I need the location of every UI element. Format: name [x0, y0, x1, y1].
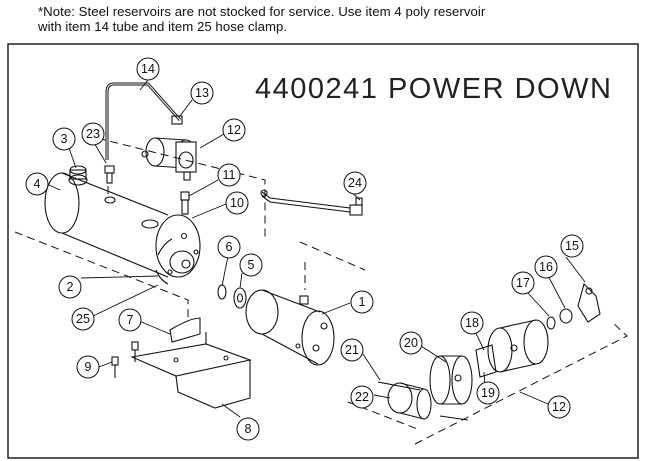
linkage-rod-drawing	[260, 189, 363, 216]
callout-1: 1	[359, 295, 366, 309]
callout-24: 24	[348, 176, 362, 190]
callout-15: 15	[565, 239, 579, 253]
callout-12-top: 12	[227, 123, 241, 137]
callout-5: 5	[248, 258, 255, 272]
callout-19: 19	[481, 386, 495, 400]
fitting-drawing	[180, 191, 190, 215]
callout-22: 22	[355, 390, 369, 404]
assembly-dashed-lines	[14, 134, 628, 445]
reservoir-drawing	[44, 165, 201, 285]
callout-10: 10	[230, 196, 244, 210]
callout-11: 11	[223, 168, 236, 182]
callout-6: 6	[226, 240, 233, 254]
callout-18: 18	[465, 316, 479, 330]
callout-21: 21	[345, 343, 359, 357]
callout-3: 3	[61, 132, 68, 146]
callout-16: 16	[539, 260, 553, 274]
note-line-1: *Note: Steel reservoirs are not stocked …	[38, 4, 486, 19]
callout-14: 14	[141, 62, 155, 76]
callout-20: 20	[404, 336, 418, 350]
callout-8: 8	[245, 422, 252, 436]
service-note: *Note: Steel reservoirs are not stocked …	[38, 4, 638, 34]
callout-7: 7	[127, 313, 134, 327]
pump-end-drawing	[377, 282, 601, 421]
bracket-drawing	[111, 317, 252, 409]
callout-25: 25	[76, 312, 90, 326]
callout-9: 9	[85, 360, 92, 374]
diagram-frame	[7, 43, 639, 459]
washer-drawing	[217, 284, 247, 309]
callout-4: 4	[34, 177, 41, 191]
callout-balloons	[25, 57, 584, 441]
callout-17: 17	[516, 276, 530, 290]
callout-12-bottom: 12	[552, 400, 566, 414]
callout-2: 2	[67, 280, 74, 294]
motor-drawing	[245, 289, 335, 366]
callout-numbers: 14 13 12 23 3 4 11 24 10 6 5 15 16 17 2 …	[34, 62, 579, 436]
valve-assembly-drawing	[105, 82, 197, 181]
callout-23: 23	[86, 127, 100, 141]
note-line-2: with item 14 tube and item 25 hose clamp…	[38, 19, 288, 34]
callout-13: 13	[195, 86, 209, 100]
diagram-title: 4400241 POWER DOWN	[255, 73, 612, 105]
